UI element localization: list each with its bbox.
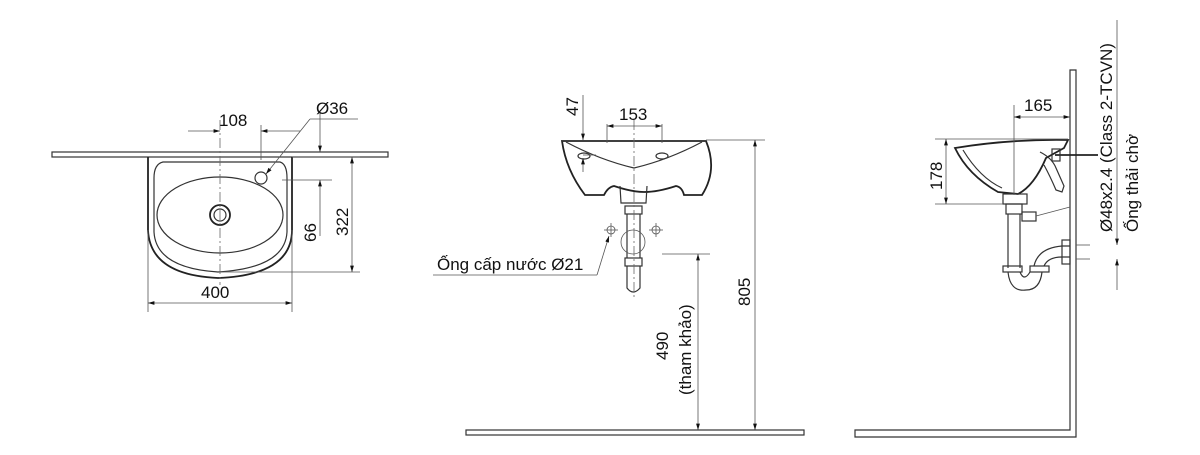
- dim-490: 490: [653, 332, 672, 360]
- drain-neck: [619, 185, 648, 204]
- trap-outlet-lower: [1043, 256, 1070, 267]
- dim-165: 165: [1024, 96, 1052, 115]
- top-view: [51, 112, 389, 312]
- overflow-connector: [1021, 211, 1037, 222]
- basin-front-inner: [565, 141, 703, 169]
- dim-400: 400: [201, 283, 229, 302]
- wall-and-floor: [854, 69, 1077, 438]
- mount-hole-right: [655, 152, 669, 160]
- dim-153: 153: [619, 105, 647, 124]
- nut-upper: [624, 205, 643, 215]
- nut-lower: [624, 257, 643, 267]
- side-view: [854, 20, 1119, 438]
- trap-bulb: [620, 229, 646, 255]
- dim-805: 805: [735, 278, 754, 306]
- waste-pipe-spec: Ø48x2.4 (Class 2-TCVN): [1097, 43, 1116, 232]
- drain-inner: [213, 208, 227, 222]
- trap-nut-right: [1029, 265, 1050, 273]
- basin-rim: [153, 161, 288, 273]
- dim-322: 322: [333, 208, 352, 236]
- front-view: [433, 95, 805, 436]
- basin-outline: [147, 157, 293, 279]
- bracket: [1039, 151, 1065, 193]
- dim-108: 108: [219, 111, 247, 130]
- p-trap-bend: [1007, 271, 1043, 291]
- trap-nut-left: [1002, 265, 1023, 273]
- supply-pipe-label: Ống cấp nước Ø21: [437, 254, 583, 274]
- mount-hole-left: [577, 152, 591, 160]
- basin-front-body: [560, 140, 712, 196]
- dim-66: 66: [301, 223, 320, 242]
- tap-hole: [254, 171, 268, 185]
- trap-outlet-upper: [1033, 245, 1070, 267]
- floor-line: [465, 429, 805, 436]
- waste-pipe-label: Ống thải chờ: [1122, 134, 1142, 232]
- dim-178: 178: [927, 162, 946, 190]
- wall-escutcheon: [1061, 239, 1071, 265]
- dim-47: 47: [563, 97, 582, 116]
- dim-tap-hole-diameter: Ø36: [316, 99, 348, 118]
- basin-side-inner: [962, 149, 1003, 189]
- basin-side-profile: [953, 139, 1070, 195]
- drain-flange: [1002, 193, 1028, 205]
- dim-490-note: (tham khảo): [676, 304, 695, 395]
- trap-tail: [626, 266, 641, 293]
- drain-nut: [1005, 203, 1023, 215]
